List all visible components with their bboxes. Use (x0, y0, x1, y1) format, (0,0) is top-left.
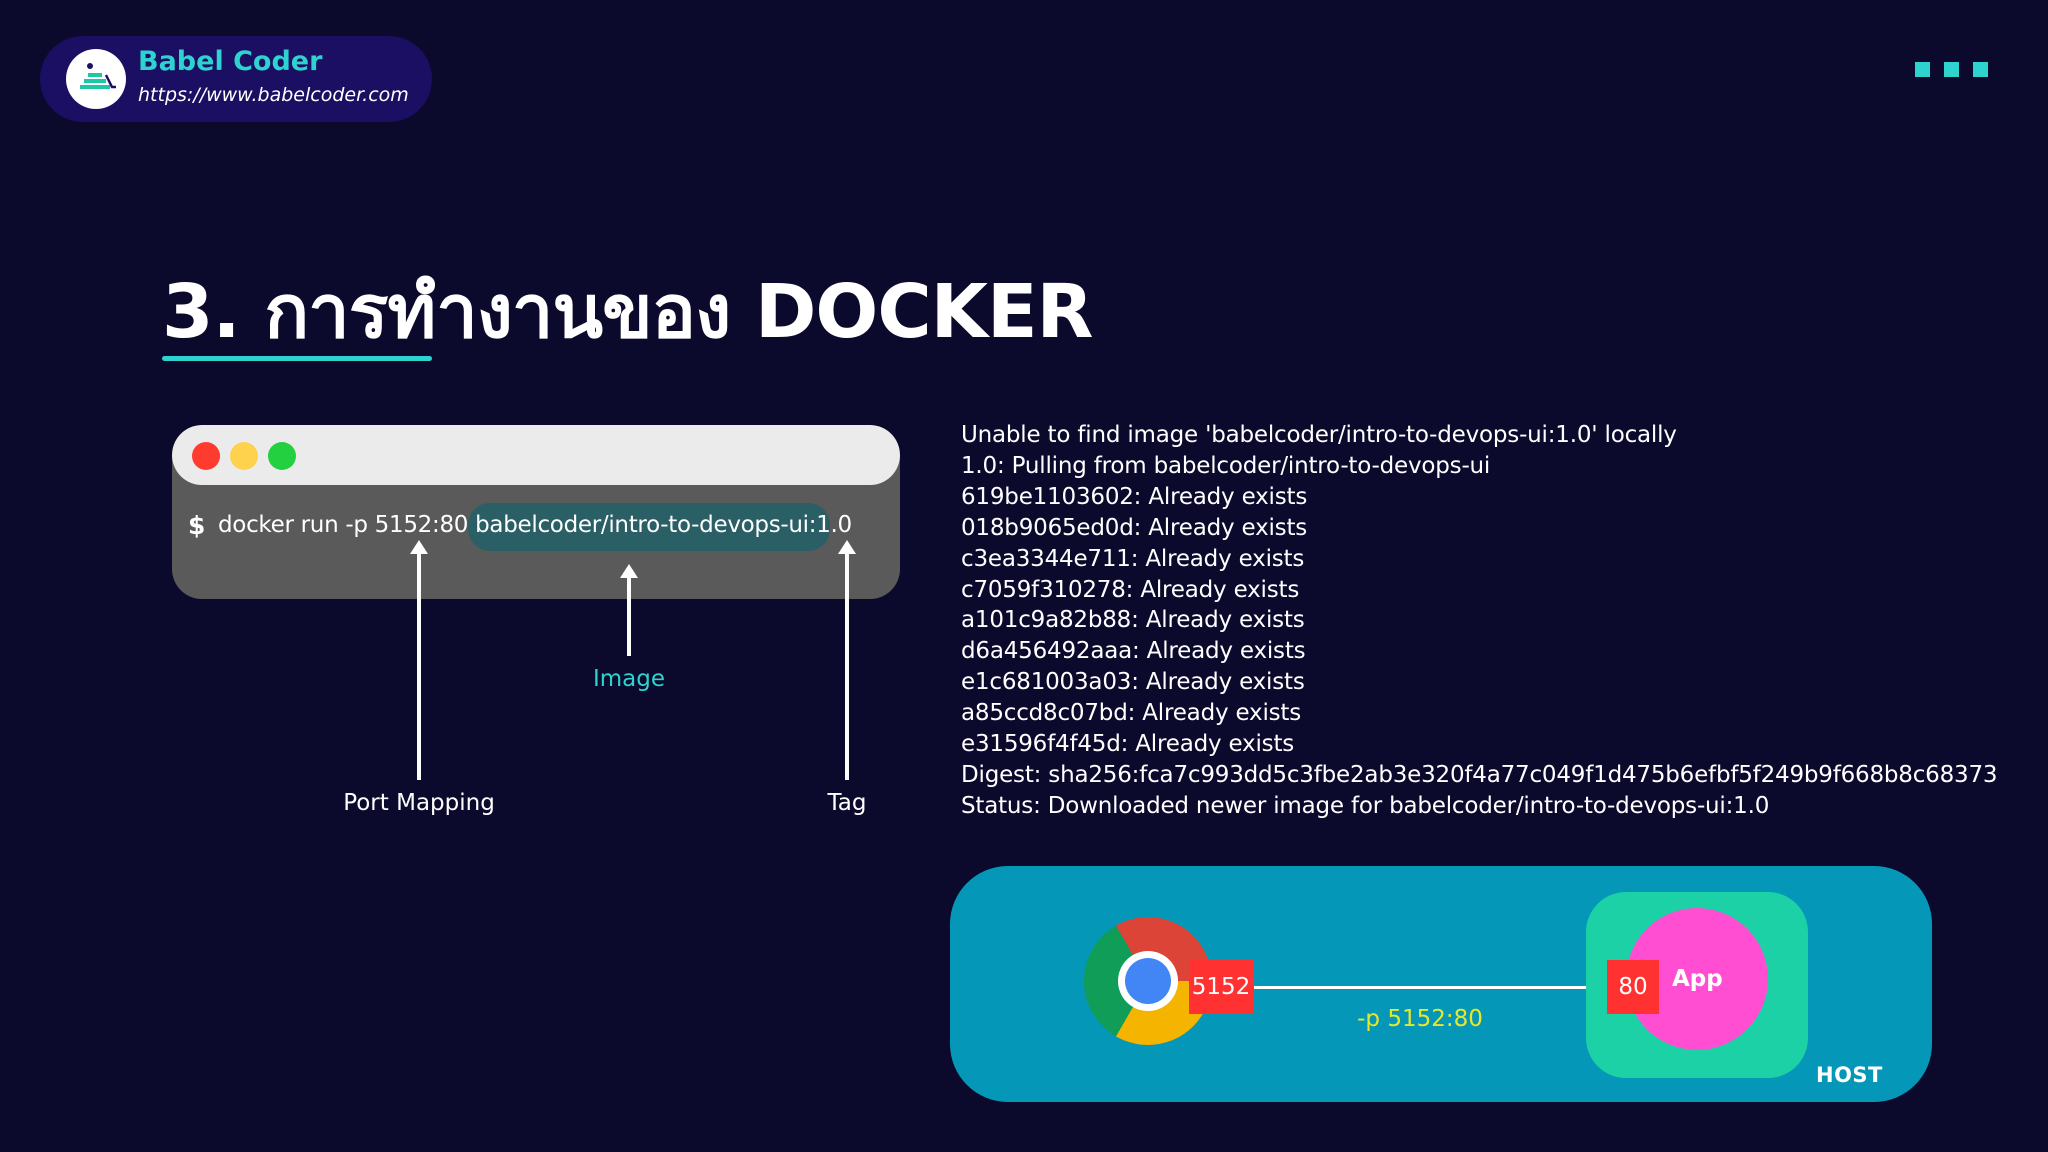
log-line: Status: Downloaded newer image for babel… (961, 792, 1770, 819)
image-arrow (627, 576, 631, 656)
host-port-badge: 5152 (1189, 960, 1253, 1014)
babel-coder-logo-icon (66, 49, 126, 109)
log-line: e1c681003a03: Already exists (961, 669, 1305, 696)
page-title: 3. การทำงานของ DOCKER (162, 269, 1094, 355)
log-line: 619be1103602: Already exists (961, 483, 1308, 510)
log-line: 018b9065ed0d: Already exists (961, 514, 1308, 541)
host-label: HOST (1816, 1063, 1883, 1087)
arrow-up-icon (620, 564, 638, 578)
log-line: c7059f310278: Already exists (961, 576, 1300, 603)
brand-name: Babel Coder (138, 46, 323, 77)
square-icon (1973, 62, 1988, 77)
shell-prompt: $ (188, 511, 206, 540)
log-line: c3ea3344e711: Already exists (961, 545, 1305, 572)
arrow-up-icon (410, 540, 428, 554)
log-line: e31596f4f45d: Already exists (961, 731, 1295, 758)
arrow-up-icon (838, 540, 856, 554)
minimize-window-icon[interactable] (230, 442, 258, 470)
image-label: Image (592, 666, 666, 692)
brand-badge[interactable]: Babel Coder https://www.babelcoder.com (40, 36, 432, 122)
close-window-icon[interactable] (192, 442, 220, 470)
docker-output-log: Unable to find image 'babelcoder/intro-t… (961, 420, 2041, 822)
terminal-title-bar (172, 425, 900, 485)
log-line: a101c9a82b88: Already exists (961, 607, 1305, 634)
tag-arrow (845, 552, 849, 780)
terminal-command: docker run -p 5152:80 babelcoder/intro-t… (218, 512, 852, 538)
log-line: a85ccd8c07bd: Already exists (961, 700, 1302, 727)
brand-url[interactable]: https://www.babelcoder.com (138, 84, 409, 106)
port-mapping-label: Port Mapping (343, 790, 495, 816)
log-line: Digest: sha256:fca7c993dd5c3fbe2ab3e320f… (961, 761, 1998, 788)
app-label: App (1672, 966, 1723, 992)
maximize-window-icon[interactable] (268, 442, 296, 470)
port-mapping-flag: -p 5152:80 (1357, 1006, 1483, 1032)
terminal-window: $ docker run -p 5152:80 babelcoder/intro… (172, 425, 900, 599)
log-line: d6a456492aaa: Already exists (961, 638, 1306, 665)
log-line: 1.0: Pulling from babelcoder/intro-to-de… (961, 452, 1491, 479)
slide-progress-indicator (1915, 62, 2002, 78)
tag-label: Tag (827, 790, 867, 816)
image-name-highlight (468, 503, 830, 551)
square-icon (1915, 62, 1930, 77)
container-port-badge: 80 (1607, 960, 1659, 1014)
port-mapping-connector (1254, 986, 1594, 989)
log-line: Unable to find image 'babelcoder/intro-t… (961, 422, 1677, 448)
title-underline (162, 356, 432, 361)
port-mapping-arrow (417, 552, 421, 780)
square-icon (1944, 62, 1959, 77)
